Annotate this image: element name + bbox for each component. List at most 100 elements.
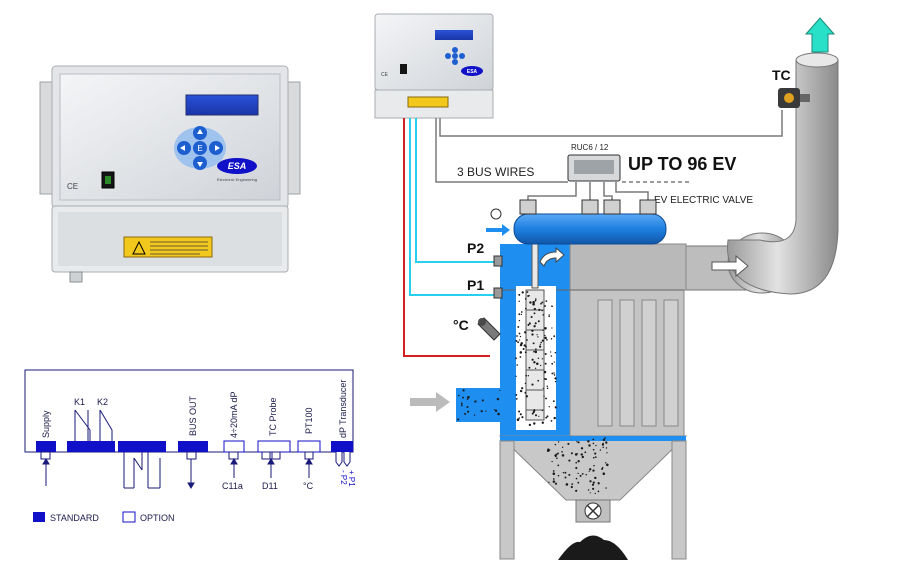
filter-body [410, 231, 688, 560]
dust-particle [602, 446, 604, 449]
headline-up-to-96-ev: UP TO 96 EV [628, 154, 736, 174]
dust-particle [577, 472, 579, 475]
dust-particle [518, 293, 521, 296]
dust-particle [585, 473, 587, 476]
label-p1-plus: + P1 [347, 470, 356, 487]
small-housing [374, 13, 494, 91]
small-esa-logo [461, 66, 483, 76]
dust-particle [577, 481, 580, 484]
dust-particle [584, 451, 587, 454]
dust-particle [592, 456, 595, 459]
label-d11: D11 [262, 481, 278, 491]
dust-particle [561, 446, 564, 448]
dust-particle [605, 487, 607, 489]
small-keypad [445, 47, 465, 65]
dust-particle [581, 453, 583, 456]
dust-particle [551, 460, 553, 463]
ev-electric-valve-label: EV ELECTRIC VALVE [654, 195, 753, 206]
dust-particle [577, 460, 580, 463]
ev-valve [519, 199, 537, 215]
dust-particle [532, 342, 535, 345]
dust-particle [576, 453, 578, 455]
dust-particle [557, 452, 559, 455]
plenum-grey [569, 243, 687, 291]
inlet-arrow-icon [410, 392, 450, 412]
dust-particle [606, 452, 608, 454]
dust-particle [528, 295, 530, 297]
dust-particle [531, 358, 534, 361]
dust-particle [545, 416, 548, 419]
dust-particle [473, 414, 476, 416]
arrow-left-icon [180, 145, 185, 151]
dust-particle [553, 361, 556, 363]
dust-particle [594, 456, 597, 458]
dust-particle [594, 452, 597, 455]
hopper-blue-band [500, 436, 686, 441]
dust-particle [527, 324, 530, 326]
dust-particle [561, 454, 565, 457]
dust-particle [545, 300, 548, 302]
p1-sensor [493, 287, 503, 299]
arrow-down-icon [197, 162, 203, 167]
dust-particle [549, 351, 552, 353]
dust-particle [517, 325, 520, 328]
dust-particle [537, 320, 540, 323]
wire-red-temperature [403, 118, 490, 357]
dust-particle [544, 362, 547, 365]
dust-particle [480, 410, 483, 413]
key-enter[interactable] [193, 141, 207, 155]
small-power-switch[interactable] [400, 64, 407, 74]
dust-particle [494, 409, 498, 412]
dust-particle [497, 412, 500, 416]
filter-bags [597, 299, 679, 427]
dust-particle [496, 397, 500, 401]
airflow-arrow-icon [711, 254, 749, 278]
dust-particle [542, 387, 544, 389]
temperature-probe-icon [477, 317, 501, 341]
dust-particle [544, 305, 547, 307]
dust-particle [543, 395, 545, 397]
dust-particle [568, 473, 571, 476]
dust-particle [493, 408, 496, 411]
dust-particle [515, 339, 518, 342]
ruc-inner-panel [574, 160, 614, 174]
duct-elbow [727, 59, 839, 295]
esa-logo-subtitle: Electronic Engineering [217, 177, 257, 182]
dust-particle [530, 315, 533, 319]
dust-particle [533, 350, 535, 353]
dust-particle [532, 410, 535, 414]
dust-particle [548, 314, 550, 316]
wiring-diagram: Supply K1 K2 BUS OUT 4÷20mA dP TC Probe … [24, 369, 356, 523]
dust-particle [605, 447, 608, 449]
dust-particle [544, 353, 547, 355]
wire-tc-signal [439, 110, 783, 137]
dust-particle [519, 389, 523, 393]
dust-particle [554, 406, 557, 409]
dust-particle [531, 329, 534, 332]
duct-top-opening [795, 52, 839, 68]
dust-particle [543, 378, 546, 380]
dust-particle [528, 322, 531, 325]
dust-particle [597, 490, 600, 493]
dust-particle [551, 305, 553, 308]
dust-particle [516, 364, 518, 366]
small-lcd-display [435, 30, 473, 40]
terminal-bus-out [178, 441, 208, 452]
p1-label: P1 [467, 277, 484, 293]
dust-particle [528, 423, 532, 427]
dust-particle [576, 441, 578, 443]
dust-particle [534, 351, 537, 354]
dust-particle [550, 355, 553, 357]
dust-particle [604, 437, 606, 439]
dust-particle [575, 489, 578, 492]
pulse-arrow-icon [539, 246, 565, 267]
dust-particle [537, 336, 539, 338]
terminal-connectors [40, 451, 351, 467]
dust-particle [589, 468, 592, 471]
power-switch-indicator [105, 176, 111, 184]
dust-particle [461, 404, 463, 406]
dust-particle [466, 398, 469, 400]
dust-particle [606, 463, 609, 467]
signal-arrows [42, 458, 313, 489]
